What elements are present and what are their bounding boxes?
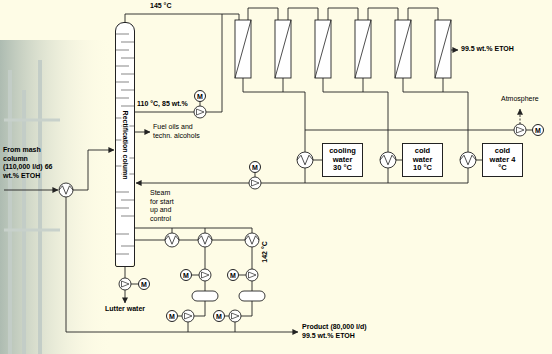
drum	[239, 291, 265, 301]
condensate-lines	[205, 247, 252, 291]
lutter-arrow	[125, 290, 126, 303]
motor-symbol: M	[249, 161, 261, 173]
arrows	[4, 50, 520, 332]
membrane-modules	[235, 20, 451, 78]
feed-arrow	[4, 190, 58, 191]
column-trays	[115, 34, 135, 254]
motor-symbol: M	[213, 310, 225, 322]
retentate-label: 99.5 wt.% ETOH	[461, 45, 514, 54]
motor-shaft	[200, 102, 201, 106]
product-arrow	[66, 197, 298, 332]
motor-symbol: M	[227, 269, 239, 281]
motor-shaft	[255, 173, 256, 177]
motor-label: M	[197, 93, 203, 100]
pumps	[119, 106, 526, 322]
side-draw-arrow	[135, 132, 150, 133]
motor-symbol: M	[532, 124, 544, 136]
product-drains	[188, 301, 252, 332]
vent-label: Atmosphere	[501, 95, 539, 104]
box-label: cold water 4 °C	[488, 147, 517, 173]
drum	[192, 291, 218, 301]
plant-photo-pipes	[10, 60, 40, 354]
retentate-arrow	[451, 50, 458, 51]
motor-symbol: M	[180, 269, 192, 281]
bottoms-label: Lutter water	[105, 305, 145, 314]
membrane-diagonals	[235, 20, 451, 78]
reboiler-liquid	[135, 240, 245, 241]
motor-symbol: M	[166, 310, 178, 322]
motor-label: M	[230, 272, 236, 279]
return-arrow	[136, 183, 249, 184]
feed-line	[73, 150, 114, 190]
piping	[73, 14, 532, 332]
pump-impellers	[122, 109, 525, 319]
motor-symbol: M	[138, 278, 150, 290]
motor-label: M	[216, 313, 222, 320]
motor-label: M	[169, 313, 175, 320]
motor-label: M	[535, 127, 541, 134]
motor-symbol: M	[194, 90, 206, 102]
cooling-water-box: cold water 4 °C	[482, 143, 523, 177]
temperature-label: 142 °C	[261, 241, 270, 262]
column-label: Rectification column	[121, 108, 129, 181]
vent-arrow	[520, 109, 521, 124]
box-label: cold water 10 °C	[408, 147, 437, 173]
motor-label: M	[252, 164, 258, 171]
motor-label: M	[183, 272, 189, 279]
column-body	[115, 22, 135, 267]
vacuum-line	[305, 130, 514, 131]
permeate-lines	[243, 78, 468, 152]
rectification-column: Rectification column	[115, 22, 135, 267]
cooling-water-box: cooling water 30 °C	[322, 143, 363, 177]
bottom-line	[125, 267, 126, 278]
side-draw-label: Fuel oils and techn. alcohols	[153, 123, 209, 140]
feed-to-membranes	[135, 14, 222, 112]
reboiler-vapour	[135, 228, 252, 233]
feed-label: From mash column (110,000 l/d) 66 wt.% E…	[3, 146, 57, 180]
module-connectors	[248, 8, 438, 20]
motor-label: M	[141, 281, 147, 288]
plant-photo-frame	[4, 120, 60, 230]
product-label: Product (80,000 l/d) 99.5 wt.% ETOH	[302, 323, 374, 340]
box-label: cooling water 30 °C	[328, 147, 357, 173]
cooling-water-box: cold water 10 °C	[402, 143, 443, 177]
temperature-label: 145 °C	[150, 2, 171, 11]
stream-label: 110 °C, 85 wt.%	[137, 100, 188, 109]
steam-label: Steam for start up and control	[150, 189, 179, 223]
plant-photo	[0, 40, 112, 354]
